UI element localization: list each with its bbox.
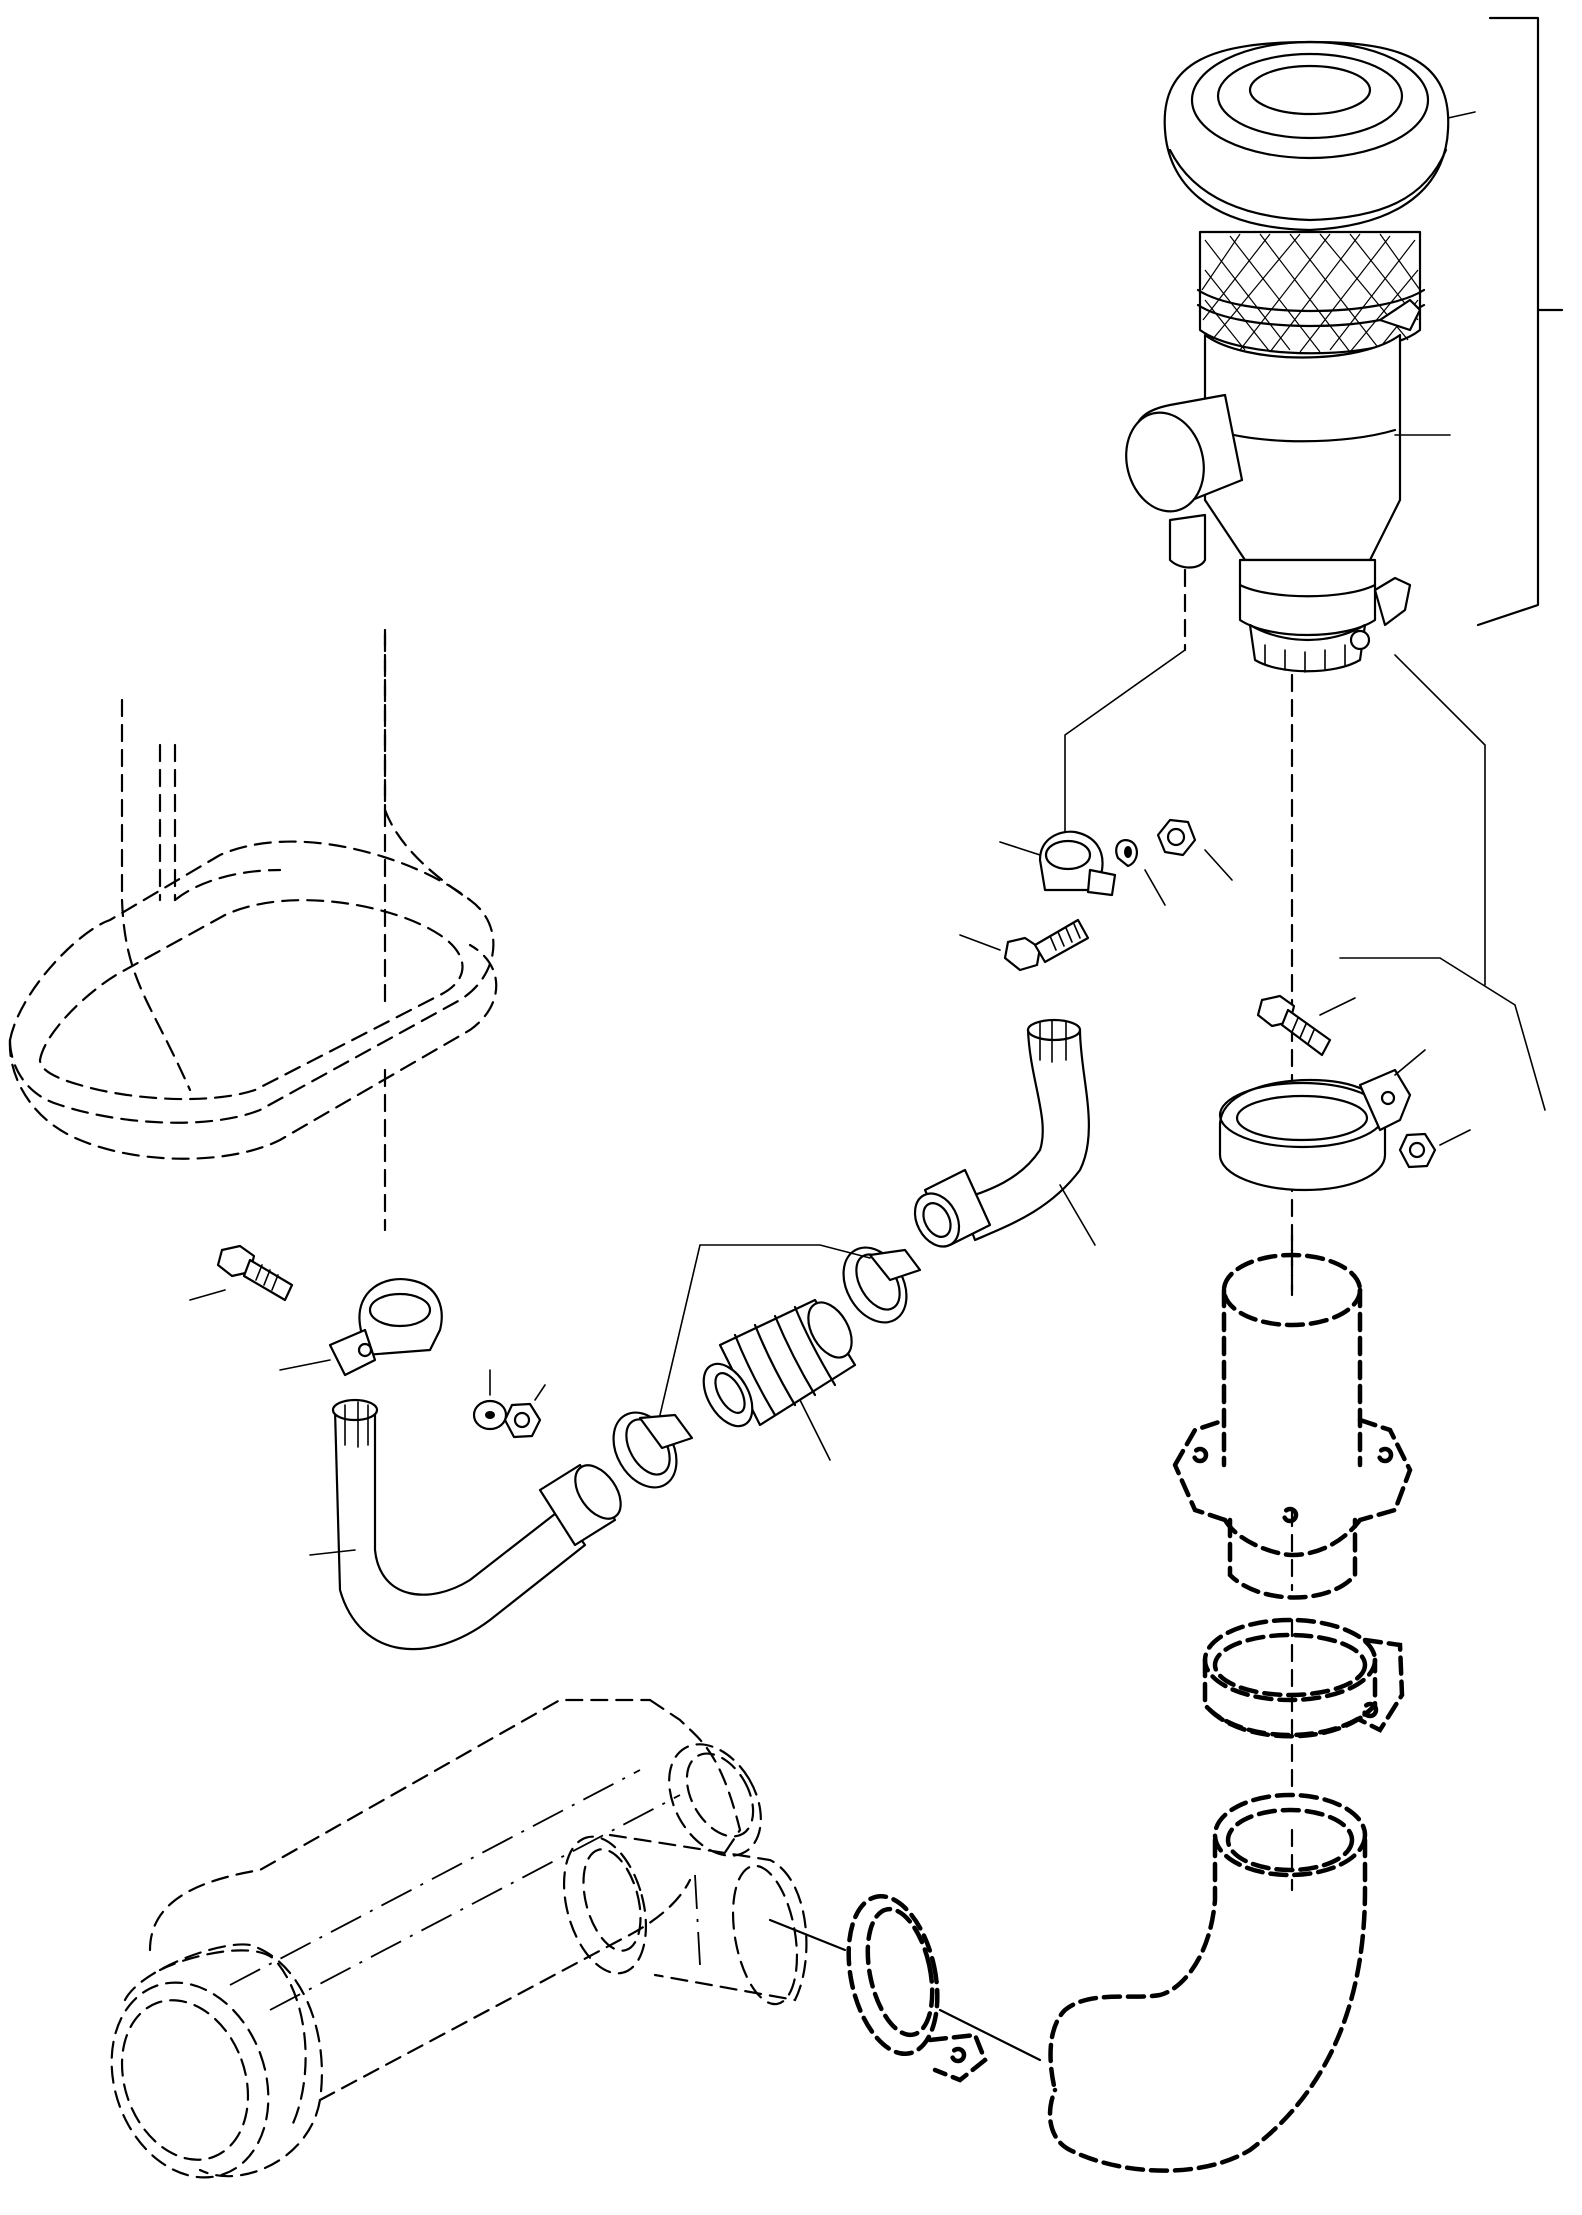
upper-intake-tube (958, 1018, 1096, 1246)
upper-clamp-nut (1156, 818, 1233, 881)
muffler-outlet-outline (562, 1833, 847, 2006)
lower-hose-clamp (612, 1411, 694, 1489)
muffler-band-outline (846, 1894, 1042, 2083)
air-cleaner-body (1125, 333, 1451, 673)
upper-tube-clamp (999, 830, 1117, 897)
muffler-outline (110, 1698, 762, 2179)
air-cleaner-assembly (1125, 40, 1476, 673)
exhaust-stack-outline (8, 628, 498, 1160)
lower-clamp-nut (503, 1384, 546, 1439)
lower-clamp-washer (472, 1369, 508, 1431)
assembly-bracket (1476, 16, 1564, 627)
upper-clamp-bolt (959, 918, 1090, 972)
band-clamp-nut (1398, 1129, 1471, 1169)
exhaust-elbow-outline (1047, 1792, 1368, 2173)
lower-clamp-bolt (189, 1244, 294, 1302)
upper-clamp-washer (1115, 839, 1166, 906)
exhaust-flange-outline (1172, 1233, 1413, 1600)
exhaust-band-outline (1202, 1617, 1405, 1739)
upper-tube-sleeve (913, 1168, 992, 1248)
band-clamp-bolt (1256, 994, 1356, 1057)
lower-tube-clamp (279, 1278, 443, 1377)
bellows-hose (702, 1298, 857, 1461)
body-band-clamp (1218, 1049, 1426, 1192)
hose-clamp-leader (659, 1244, 871, 1416)
upper-hose-clamp (842, 1246, 922, 1324)
air-cleaner-cap (1163, 40, 1476, 232)
filter-element (1196, 230, 1426, 355)
lower-intake-tube (309, 1398, 622, 1651)
